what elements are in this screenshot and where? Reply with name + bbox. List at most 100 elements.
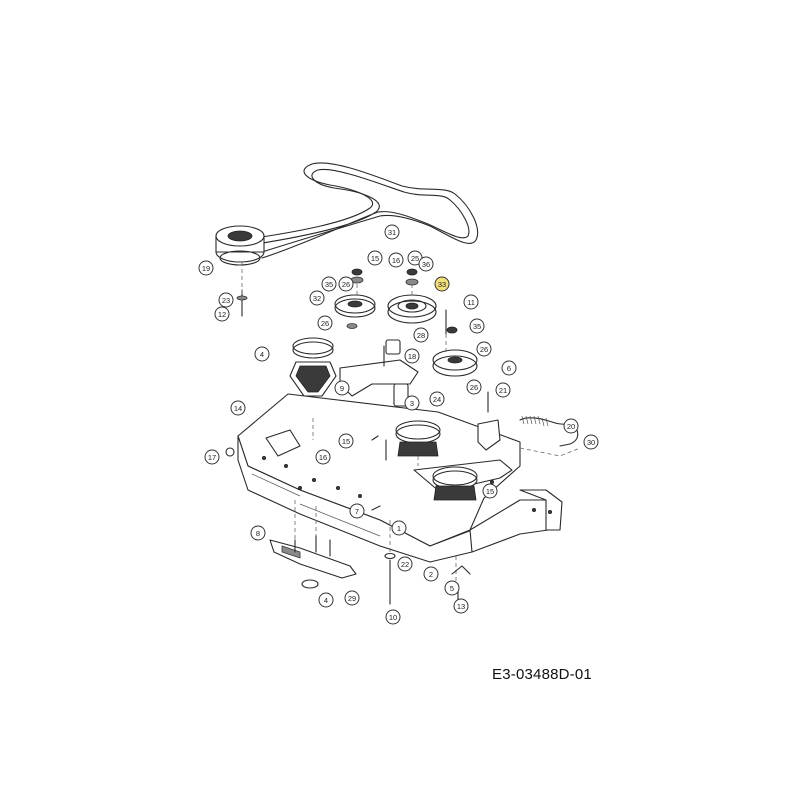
callout-22: 22 bbox=[397, 556, 413, 572]
callout-35: 35 bbox=[469, 318, 485, 334]
callout-26: 26 bbox=[317, 315, 333, 331]
callout-24: 24 bbox=[429, 391, 445, 407]
callout-circle bbox=[349, 503, 365, 519]
callout-label: 20 bbox=[567, 422, 575, 431]
callout-11: 11 bbox=[463, 294, 479, 310]
callout-circle bbox=[204, 449, 220, 465]
callout-circle bbox=[315, 449, 331, 465]
callout-label: 1 bbox=[397, 524, 401, 533]
callout-1: 1 bbox=[391, 520, 407, 536]
drawing-number: E3-03488D-01 bbox=[492, 666, 592, 683]
hardware-nuts bbox=[236, 268, 458, 355]
callout-26: 26 bbox=[466, 379, 482, 395]
callout-circle bbox=[466, 379, 482, 395]
callout-label: 26 bbox=[470, 383, 478, 392]
callout-label: 13 bbox=[457, 602, 465, 611]
callout-8: 8 bbox=[250, 525, 266, 541]
callout-label: 5 bbox=[450, 584, 454, 593]
callout-label: 4 bbox=[324, 596, 328, 605]
callout-label: 31 bbox=[388, 228, 396, 237]
callout-16: 16 bbox=[388, 252, 404, 268]
drive-belt bbox=[227, 162, 478, 259]
callout-circle bbox=[385, 609, 401, 625]
callout-label: 33 bbox=[438, 280, 446, 289]
callout-21: 21 bbox=[495, 382, 511, 398]
callout-circle bbox=[444, 580, 460, 596]
callout-label: 16 bbox=[319, 453, 327, 462]
callout-label: 30 bbox=[587, 438, 595, 447]
callout-circle bbox=[418, 256, 434, 272]
spindle-right bbox=[432, 466, 478, 501]
callout-circle bbox=[218, 292, 234, 308]
spindle-left bbox=[289, 337, 337, 419]
callout-5: 5 bbox=[444, 580, 460, 596]
callout-circle bbox=[397, 556, 413, 572]
callout-31: 31 bbox=[384, 224, 400, 240]
callout-label: 35 bbox=[325, 280, 333, 289]
callout-label: 35 bbox=[473, 322, 481, 331]
callout-label: 26 bbox=[480, 345, 488, 354]
callout-label: 22 bbox=[401, 560, 409, 569]
callout-26: 26 bbox=[338, 276, 354, 292]
callout-label: 24 bbox=[433, 395, 441, 404]
callout-circle bbox=[317, 315, 333, 331]
clutch-pulley bbox=[215, 225, 265, 266]
callout-circle bbox=[413, 327, 429, 343]
mower-deck-housing bbox=[237, 393, 563, 563]
callout-circle bbox=[250, 525, 266, 541]
callout-label: 21 bbox=[499, 386, 507, 395]
callout-circle bbox=[309, 290, 325, 306]
callout-26: 26 bbox=[476, 341, 492, 357]
callout-10: 10 bbox=[385, 609, 401, 625]
callout-19: 19 bbox=[198, 260, 214, 276]
callout-circle bbox=[469, 318, 485, 334]
callout-circle bbox=[482, 483, 498, 499]
callout-label: 36 bbox=[422, 260, 430, 269]
callout-circle bbox=[434, 276, 450, 292]
callout-15: 15 bbox=[482, 483, 498, 499]
callout-label: 16 bbox=[392, 256, 400, 265]
callout-label: 7 bbox=[355, 507, 359, 516]
callout-label: 15 bbox=[342, 437, 350, 446]
idler-pulley-left bbox=[334, 294, 376, 318]
callout-label: 10 bbox=[389, 613, 397, 622]
callout-circle bbox=[321, 276, 337, 292]
callout-2: 2 bbox=[423, 566, 439, 582]
callout-circle bbox=[254, 346, 270, 362]
callout-15: 15 bbox=[367, 250, 383, 266]
callout-32: 32 bbox=[309, 290, 325, 306]
callout-circle bbox=[230, 400, 246, 416]
callout-label: 25 bbox=[411, 254, 419, 263]
callout-circle bbox=[334, 380, 350, 396]
callout-circle bbox=[476, 341, 492, 357]
callout-circle bbox=[367, 250, 383, 266]
callout-33-highlighted: 33 bbox=[434, 276, 450, 292]
callout-23: 23 bbox=[218, 292, 234, 308]
callout-label: 12 bbox=[218, 310, 226, 319]
callout-29: 29 bbox=[344, 590, 360, 606]
callout-16: 16 bbox=[315, 449, 331, 465]
mower-blade bbox=[269, 535, 357, 589]
callout-circle bbox=[388, 252, 404, 268]
callout-label: 19 bbox=[202, 264, 210, 273]
callout-label: 18 bbox=[408, 352, 416, 361]
callout-14: 14 bbox=[230, 400, 246, 416]
callout-circle bbox=[384, 224, 400, 240]
callout-circle bbox=[404, 395, 420, 411]
callout-circle bbox=[501, 360, 517, 376]
callout-label: 14 bbox=[234, 404, 242, 413]
callout-label: 32 bbox=[313, 294, 321, 303]
callout-13: 13 bbox=[453, 598, 469, 614]
callout-label: 8 bbox=[256, 529, 260, 538]
callout-20: 20 bbox=[563, 418, 579, 434]
callout-label: 3 bbox=[410, 399, 414, 408]
callout-6: 6 bbox=[501, 360, 517, 376]
callout-9: 9 bbox=[334, 380, 350, 396]
callout-18: 18 bbox=[404, 348, 420, 364]
callout-label: 9 bbox=[340, 384, 344, 393]
lower-hardware bbox=[225, 435, 471, 605]
callout-circle bbox=[453, 598, 469, 614]
callout-circle bbox=[463, 294, 479, 310]
